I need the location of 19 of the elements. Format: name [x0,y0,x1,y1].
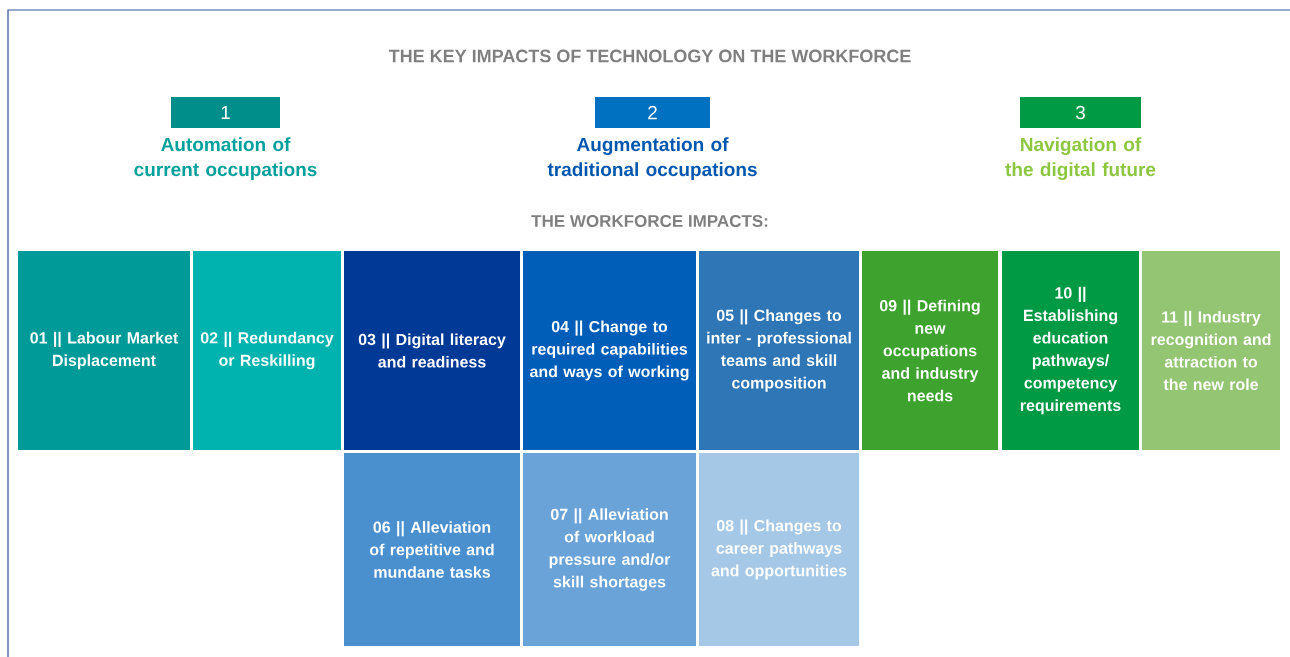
impact-tile: 05 || Changes to inter - professional teams and skill composition [699,251,859,450]
impact-tile: 11 || Industry recognition and attraction to the new role [1142,251,1280,450]
title: THE KEY IMPACTS OF TECHNOLOGY ON THE WORKFORCE [388,49,911,63]
impact-tile: 02 || Redundancy or Reskilling [193,251,341,450]
impact-tile: 10 || Establishing education pathways/ competency requirements [1002,251,1139,450]
number-box: 3 [1020,97,1141,128]
impact-tile: 04 || Change to required capabilities and ways of working [523,251,696,450]
impact-tile: 06 || Alleviation of repetitive and mundane tasks [344,453,520,646]
section-heading: THE WORKFORCE IMPACTS: [531,215,768,227]
impact-tile: 03 || Digital literacy and readiness [344,251,520,450]
impact-tile: 07 || Alleviation of workload pressure and/or skill shortages [523,453,696,646]
impact-tile: 09 || Defining new occupations and industry needs [862,251,998,450]
category-heading: Augmentation of traditional occupations [547,137,757,180]
number-box: 1 [171,97,280,128]
category-heading: Automation of current occupations [134,137,317,180]
category-heading: Navigation of the digital future [1005,137,1156,180]
impact-tile: 08 || Changes to career pathways and opportunities [699,453,859,646]
impact-tile: 01 || Labour Market Displacement [18,251,190,450]
number-box: 2 [595,97,710,128]
